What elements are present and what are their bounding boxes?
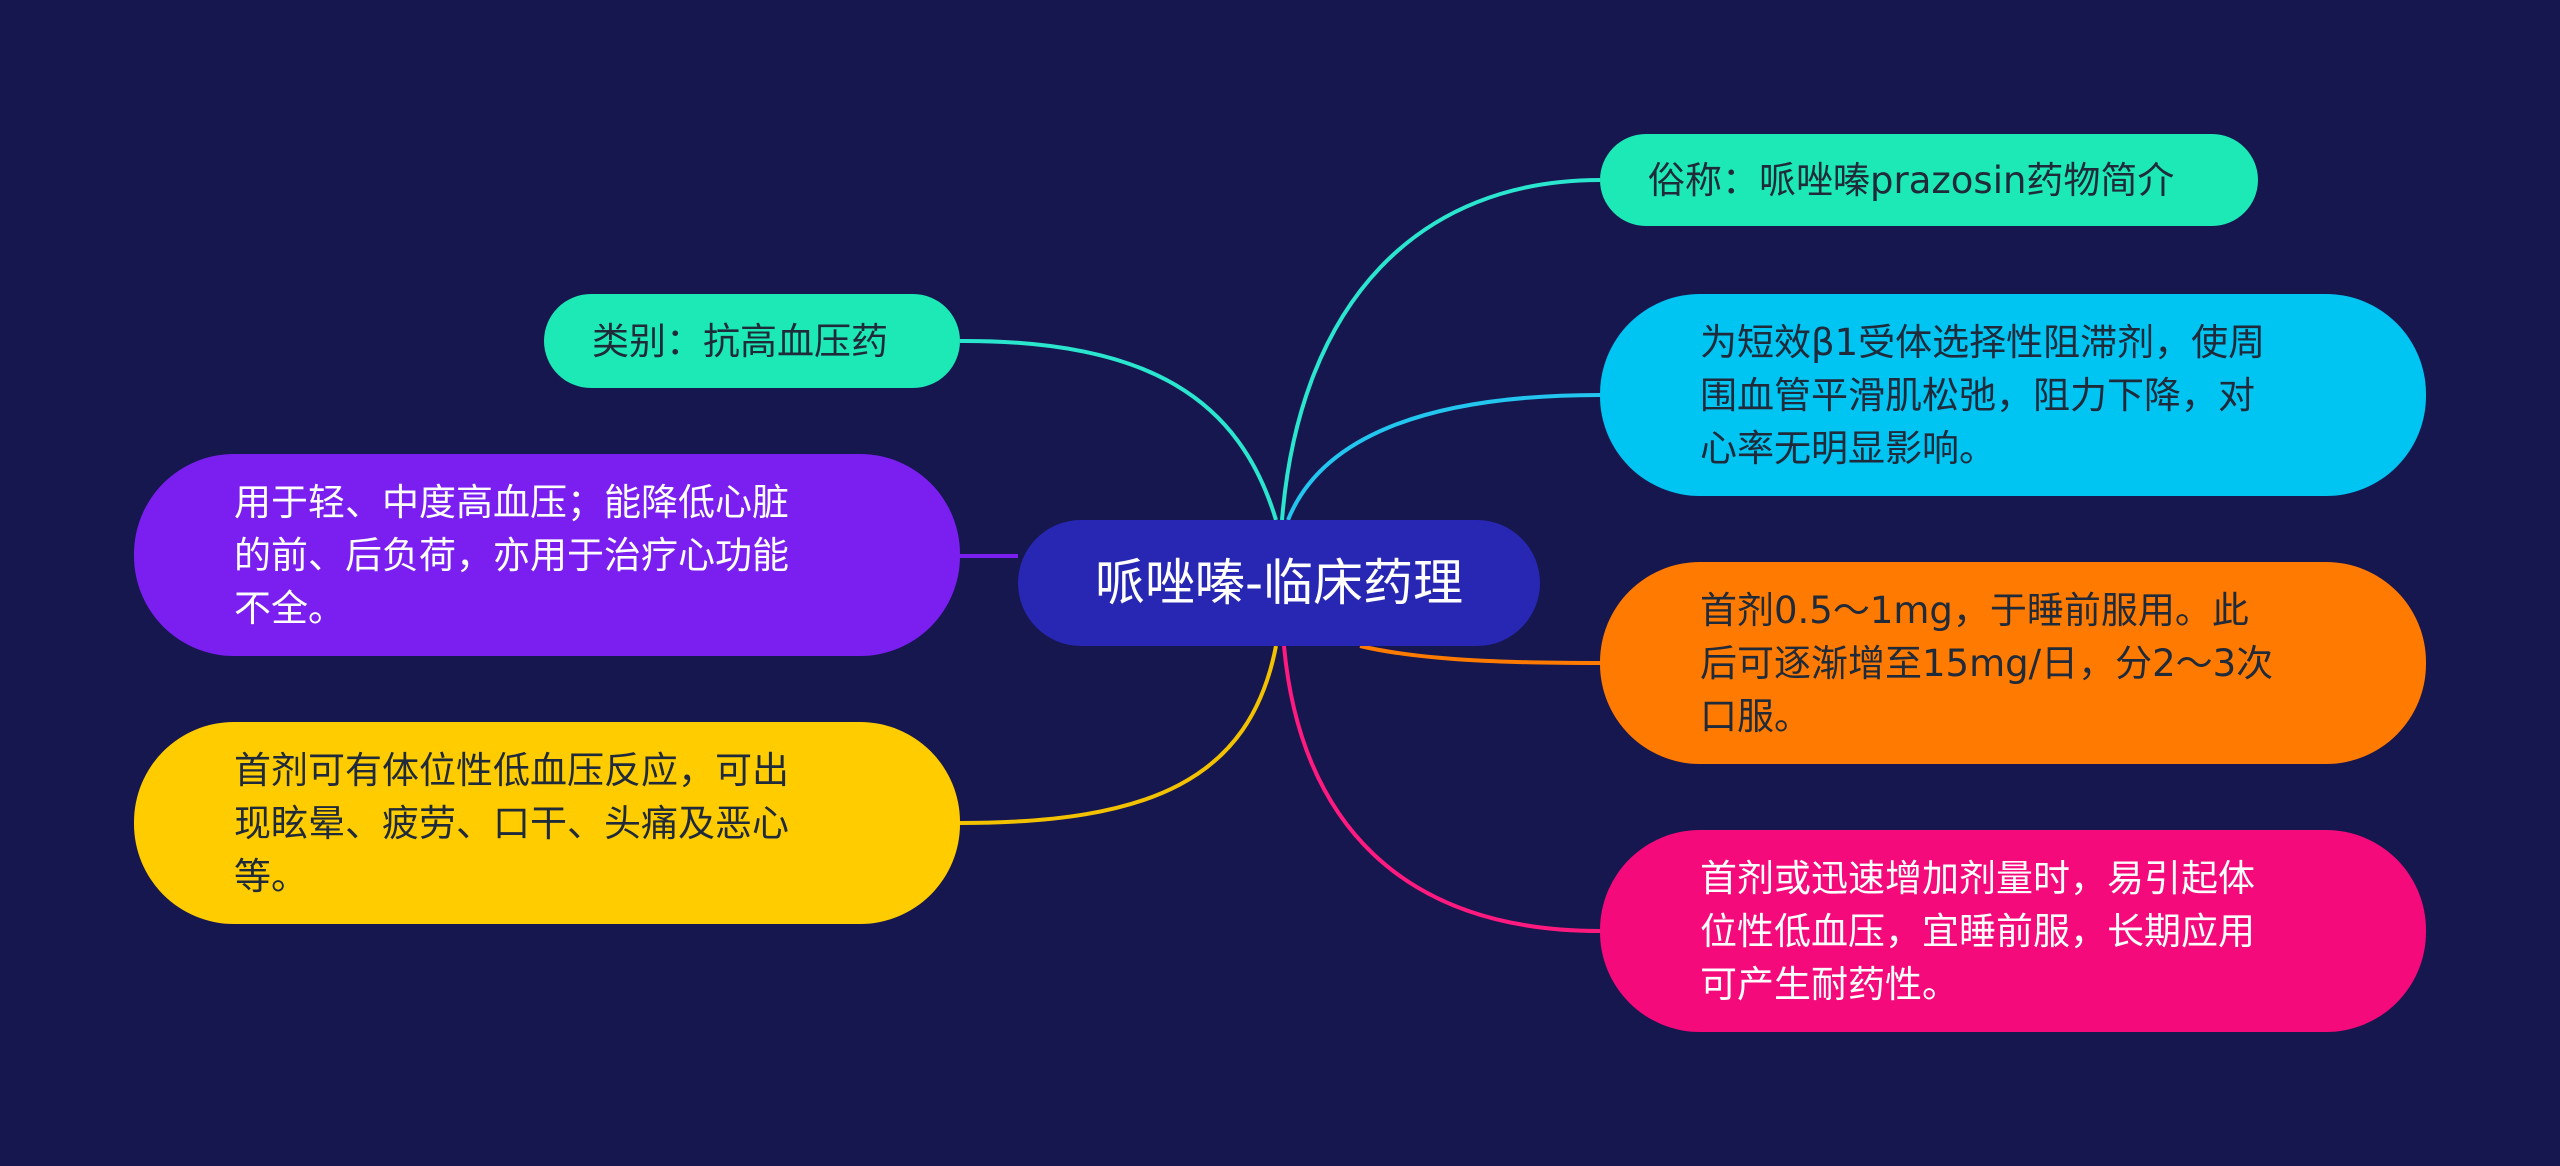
edge-adverse [959, 645, 1278, 825]
edge-caution [1282, 645, 1601, 933]
edge-category [959, 338, 1278, 521]
node-precautions[interactable]: 首剂或迅速增加剂量时，易引起体 位性低血压，宜睡前服，长期应用 可产生耐药性。 [1600, 830, 2426, 1032]
root-node[interactable]: 哌唑嗪-临床药理 [1018, 520, 1540, 646]
node-mechanism-label: 为短效β1受体选择性阻滞剂，使周 围血管平滑肌松弛，阻力下降，对 心率无明显影响… [1700, 320, 2266, 470]
node-category-label: 类别：抗高血压药 [592, 319, 888, 363]
node-category[interactable]: 类别：抗高血压药 [544, 294, 960, 388]
node-alias[interactable]: 俗称：哌唑嗪prazosin药物简介 [1600, 134, 2258, 226]
edge-alias [1280, 178, 1601, 521]
node-indications[interactable]: 用于轻、中度高血压；能降低心脏 的前、后负荷，亦用于治疗心功能 不全。 [134, 454, 960, 656]
node-alias-label: 俗称：哌唑嗪prazosin药物简介 [1648, 158, 2175, 202]
node-indications-label: 用于轻、中度高血压；能降低心脏 的前、后负荷，亦用于治疗心功能 不全。 [234, 480, 789, 630]
edge-mech [1286, 393, 1601, 521]
root-label: 哌唑嗪-临床药理 [1094, 554, 1464, 612]
edge-dose [1359, 644, 1601, 665]
node-adverse-reactions-label: 首剂可有体位性低血压反应，可出 现眩晕、疲劳、口干、头痛及恶心 等。 [234, 748, 789, 898]
node-precautions-label: 首剂或迅速增加剂量时，易引起体 位性低血压，宜睡前服，长期应用 可产生耐药性。 [1700, 856, 2255, 1006]
node-adverse-reactions[interactable]: 首剂可有体位性低血压反应，可出 现眩晕、疲劳、口干、头痛及恶心 等。 [134, 722, 960, 924]
node-dosage-label: 首剂0.5～1mg，于睡前服用。此 后可逐渐增至15mg/日，分2～3次 口服。 [1700, 588, 2274, 738]
node-dosage[interactable]: 首剂0.5～1mg，于睡前服用。此 后可逐渐增至15mg/日，分2～3次 口服。 [1600, 562, 2426, 764]
node-mechanism[interactable]: 为短效β1受体选择性阻滞剂，使周 围血管平滑肌松弛，阻力下降，对 心率无明显影响… [1600, 294, 2426, 496]
